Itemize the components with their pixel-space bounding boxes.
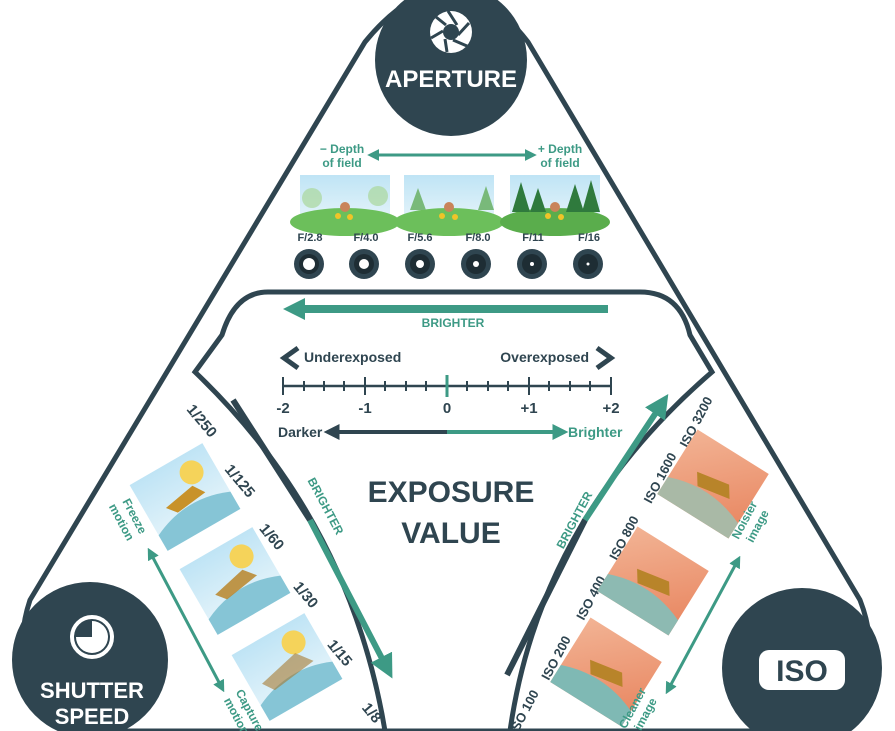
brighter-label: Brighter	[568, 424, 623, 440]
ev-scale-ticks	[282, 377, 612, 395]
ev-tick-zero: 0	[443, 400, 451, 417]
exposure-title-line2: VALUE	[401, 517, 500, 550]
more-dof-label-1: + Depth	[538, 142, 582, 156]
lens-icon	[573, 249, 603, 279]
iso-brighter-arrow-dark	[504, 518, 588, 677]
iso-value-3: ISO 400	[573, 573, 609, 622]
exposure-title-line1: EXPOSURE	[368, 476, 535, 509]
f-stop-2: F/4.0	[353, 232, 378, 244]
aperture-title: APERTURE	[385, 66, 517, 93]
underexposed-label: Underexposed	[304, 349, 401, 365]
lens-icon	[461, 249, 491, 279]
motion-arrow	[147, 547, 225, 693]
f-stop-4: F/8.0	[465, 232, 490, 244]
darker-label: Darker	[278, 424, 323, 440]
less-dof-label-2: of field	[322, 156, 361, 170]
noise-arrow	[665, 555, 741, 695]
iso-photo-high	[657, 429, 769, 539]
shutter-brighter-arrow-dark	[230, 398, 313, 522]
ev-tick-plus2: +2	[602, 400, 619, 417]
lens-icon	[405, 249, 435, 279]
overexposed-label: Overexposed	[500, 349, 589, 365]
less-dof-label-1: − Depth	[320, 142, 364, 156]
lens-icon	[294, 249, 324, 279]
f-stop-1: F/2.8	[297, 232, 322, 244]
aperture-photo-medium	[394, 175, 504, 236]
aperture-icon	[430, 10, 472, 53]
more-dof-label-2: of field	[540, 156, 579, 170]
shutter-photo-slow	[231, 613, 343, 721]
shutter-speed-1: 1/250	[183, 401, 220, 441]
shutter-photo-fast	[129, 443, 241, 551]
stopwatch-icon	[70, 615, 114, 659]
ev-tick-plus1: +1	[520, 400, 537, 417]
ev-tick-minus2: -2	[276, 400, 289, 417]
iso-title: ISO	[776, 655, 828, 688]
iso-brighter-arrow	[582, 393, 669, 522]
aperture-photo-deep	[500, 175, 610, 236]
shutter-brighter-arrow	[307, 518, 393, 679]
lens-icon	[517, 249, 547, 279]
iso-photo-low	[550, 617, 662, 727]
aperture-badge	[375, 0, 527, 136]
ev-tick-minus1: -1	[358, 400, 371, 417]
f-stop-6: F/16	[578, 232, 600, 244]
iso-title-box	[759, 650, 845, 690]
aperture-brighter-arrow	[283, 298, 608, 320]
inner-triangle-outline	[191, 289, 716, 731]
shutter-title-line2: SPEED	[55, 704, 130, 729]
shutter-title-line1: SHUTTER	[40, 678, 144, 703]
shutter-speed-4: 1/30	[290, 578, 322, 611]
aperture-brighter-label: BRIGHTER	[422, 316, 485, 330]
aperture-photo-shallow	[290, 175, 400, 236]
f-stop-5: F/11	[522, 232, 543, 244]
overexposed-chevron-icon	[595, 345, 616, 371]
lens-icon	[349, 249, 379, 279]
underexposed-chevron-icon	[279, 345, 300, 371]
f-stop-3: F/5.6	[407, 232, 432, 244]
